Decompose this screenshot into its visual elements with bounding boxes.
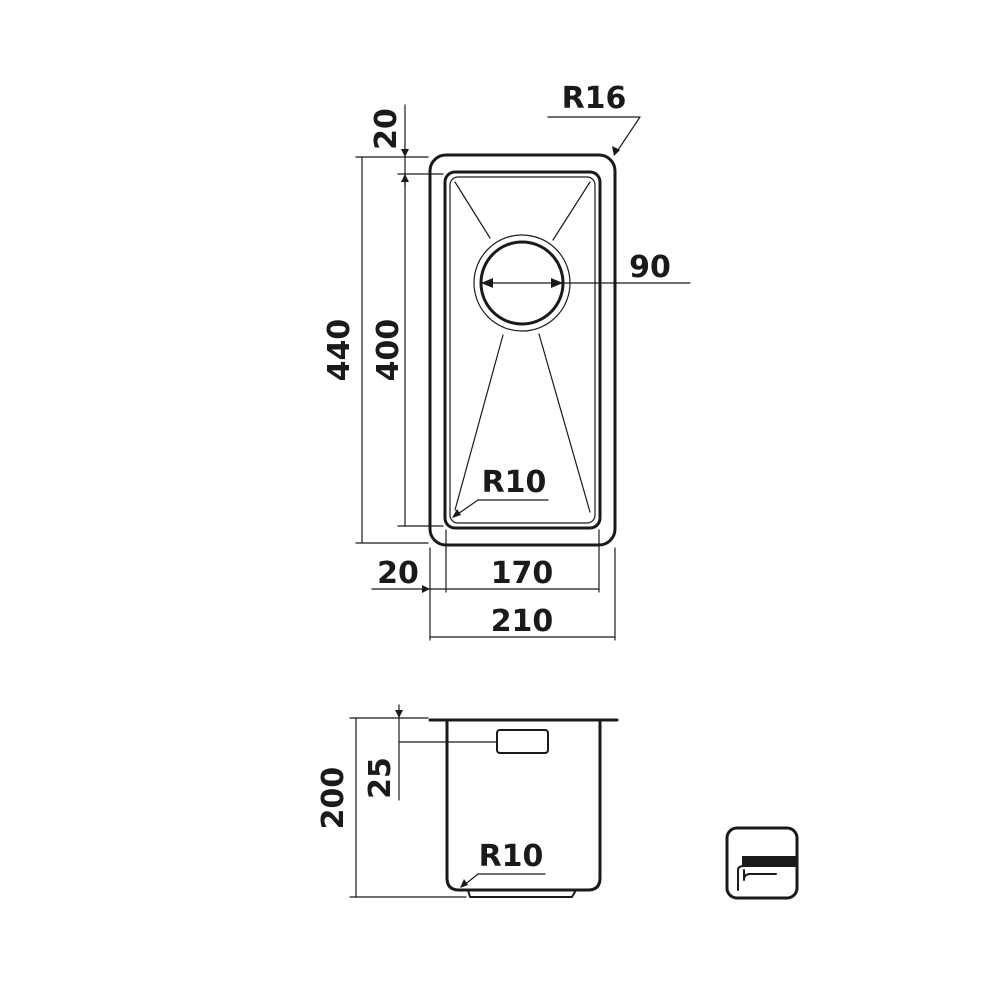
side-rim-arrow xyxy=(422,585,430,593)
bowl-profile xyxy=(445,720,602,892)
drain-arrow-left xyxy=(481,278,493,288)
bowl-bottom-foot xyxy=(467,889,577,898)
inner-length-label: 400 xyxy=(371,319,406,382)
r10-side-arrow xyxy=(460,879,468,888)
inner-bowl-inner-line xyxy=(449,176,596,524)
icon-sink-edge xyxy=(737,865,798,871)
r10-label-top: R10 xyxy=(482,465,547,500)
side-rim-label: 20 xyxy=(377,556,419,591)
r16-leader xyxy=(615,116,641,154)
slope-line xyxy=(454,181,491,239)
inner-width-label: 170 xyxy=(491,556,554,591)
overall-length-label: 440 xyxy=(322,319,357,382)
r10-label-side: R10 xyxy=(479,839,544,874)
r16-arrow xyxy=(612,146,620,156)
drain-arrow-right xyxy=(551,278,563,288)
depth-label: 200 xyxy=(316,767,351,830)
r10-arrow xyxy=(452,509,461,518)
undermount-icon xyxy=(725,826,799,900)
outer-rim-outline xyxy=(428,153,617,547)
top-rim-arrow-a xyxy=(401,149,409,157)
icon-counter-slab xyxy=(742,856,797,866)
overflow-arrow xyxy=(395,710,403,718)
top-rim-arrow-b xyxy=(401,174,409,182)
top-view: R16 90 R10 440 400 20 20 xyxy=(322,81,691,641)
icon-sink-profile xyxy=(737,869,777,891)
slope-line xyxy=(538,333,591,513)
r16-label: R16 xyxy=(562,81,627,116)
inner-bowl-outline xyxy=(443,170,602,530)
top-rim-label: 20 xyxy=(369,108,404,150)
slope-line xyxy=(454,334,504,511)
drain-diameter-label: 90 xyxy=(629,250,671,285)
overflow-offset-label: 25 xyxy=(363,757,398,799)
overall-width-label: 210 xyxy=(491,604,554,639)
slope-line xyxy=(552,181,591,241)
side-view: 200 25 R10 xyxy=(316,704,619,898)
overflow-slot xyxy=(496,729,549,754)
